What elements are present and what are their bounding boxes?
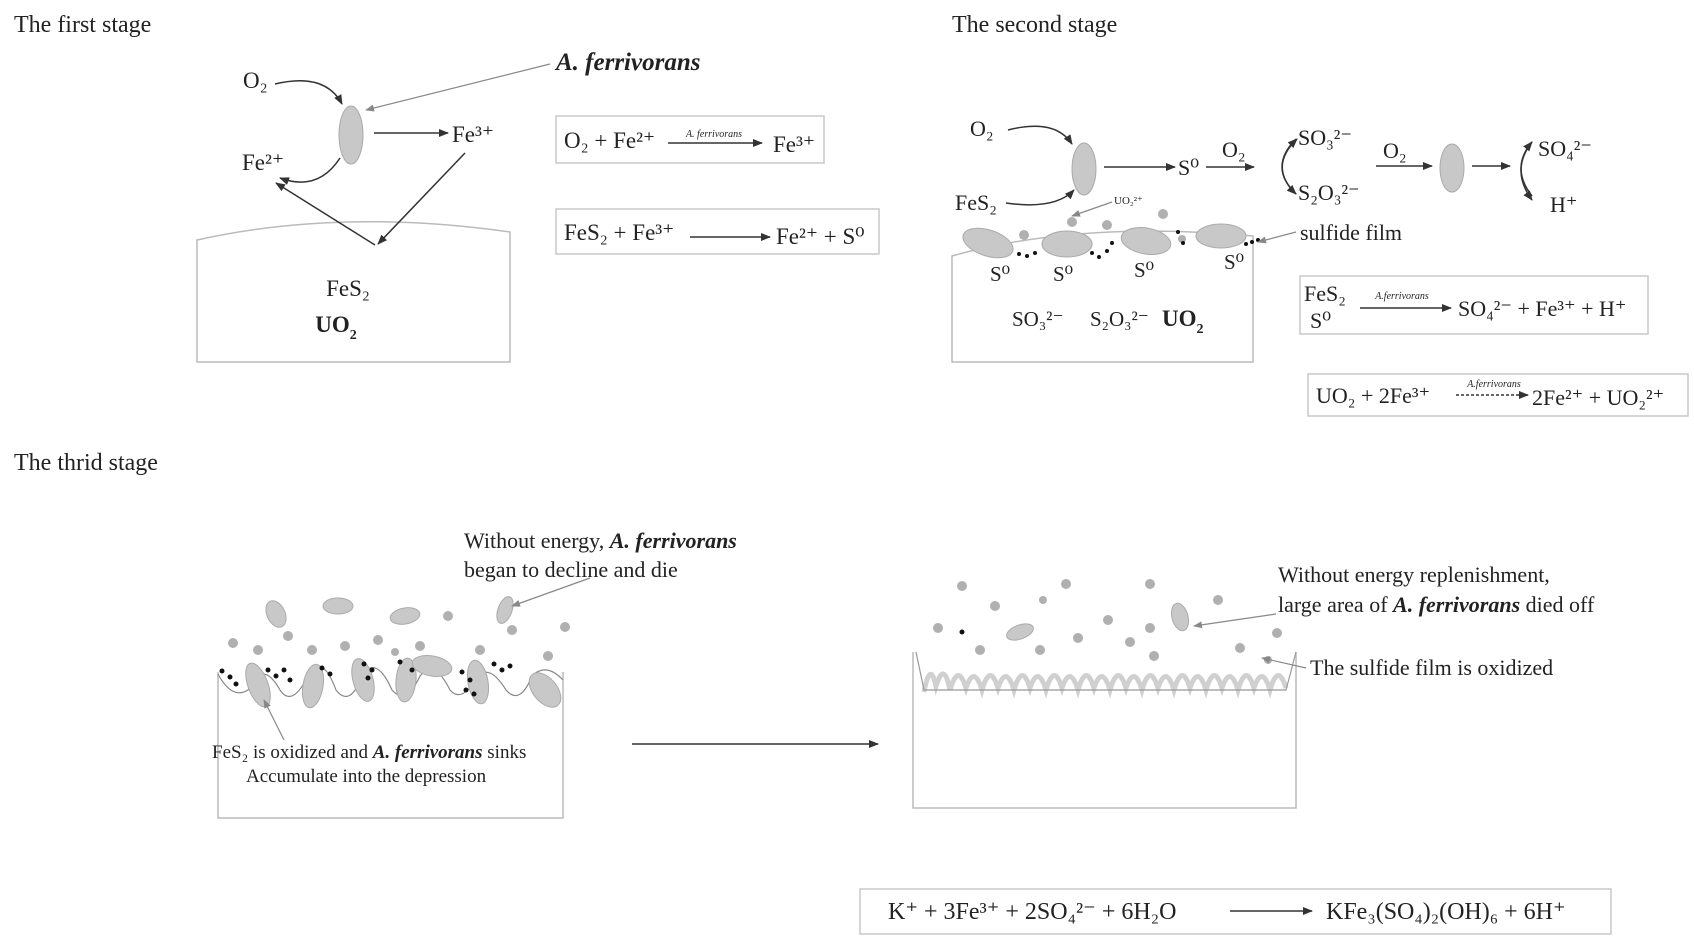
stage2-surface-cell bbox=[1195, 223, 1247, 249]
stage3-right-substrate bbox=[912, 652, 1297, 809]
stage1-bacteria-label: A. ferrivorans bbox=[554, 49, 700, 76]
stage1-o2-arrow bbox=[274, 80, 343, 105]
stage2-eq3-bottom: S⁰ bbox=[1310, 308, 1331, 333]
stage1-bacterium-cell bbox=[338, 105, 364, 165]
stage2-uo2-ion-pointer bbox=[1071, 201, 1113, 217]
stage1-fe3: Fe³⁺ bbox=[452, 122, 494, 147]
stage2-sulfide-film-label: sulfide film bbox=[1300, 220, 1402, 245]
stage2-s0-2: S⁰ bbox=[1053, 262, 1073, 286]
stage2-sulfide-film-pointer bbox=[1257, 231, 1297, 244]
stage1-eq1-box bbox=[555, 115, 825, 164]
stage2-s0: S⁰ bbox=[1178, 155, 1199, 180]
stage2-so4: SO₄²⁻ bbox=[1538, 136, 1592, 161]
stage2-s0-4: S⁰ bbox=[1224, 250, 1244, 274]
stage1-o2: O₂ bbox=[243, 68, 268, 93]
stage1-bacteria-pointer bbox=[365, 63, 551, 112]
stage3-died-pointer bbox=[1193, 613, 1277, 629]
stage2-bacterium-cell-1 bbox=[1071, 142, 1097, 196]
stage3-died-line1: Without energy replenishment, bbox=[1278, 562, 1550, 587]
stage1-fe3-to-fes2-arrow bbox=[377, 152, 466, 245]
stage3-decline-pointer bbox=[511, 577, 591, 607]
stage2-s2o3: S₂O₃²⁻ bbox=[1298, 180, 1360, 205]
stage2-title: The second stage bbox=[952, 12, 1117, 38]
stage2-so4-h-arrow-back bbox=[1520, 141, 1533, 201]
stage1-fes2-to-fe2-arrow bbox=[275, 182, 376, 246]
stage3-eq5-left: K⁺ + 3Fe³⁺ + 2SO₄²⁻ + 6H₂O bbox=[888, 899, 1176, 925]
stage2-so3: SO₃²⁻ bbox=[1298, 125, 1352, 150]
stage2-o2-arrow bbox=[1007, 125, 1073, 145]
stage2-surface-cell bbox=[962, 227, 1014, 259]
stage1-eq1-left: O₂ + Fe²⁺ bbox=[564, 128, 655, 153]
stage1-eq2-left: FeS₂ + Fe³⁺ bbox=[564, 220, 674, 245]
stage1-eq2-right: Fe²⁺ + S⁰ bbox=[776, 224, 865, 249]
stage2-box-s2o3: S₂O₃²⁻ bbox=[1090, 307, 1149, 331]
stage2-eq3-catalyst: A.ferrivorans bbox=[1374, 291, 1429, 302]
stage2-o2-b: O₂ bbox=[1222, 137, 1246, 162]
stage2-o2-c: O₂ bbox=[1383, 138, 1407, 163]
stage2-s0-3: S⁰ bbox=[1134, 258, 1154, 282]
stage1-eq1-right: Fe³⁺ bbox=[773, 132, 815, 157]
stage3-left-particles bbox=[219, 611, 570, 697]
stage2-eq4-catalyst: A.ferrivorans bbox=[1466, 379, 1521, 390]
stage2-box-uo2: UO2 bbox=[1162, 306, 1204, 337]
stage1-eq2-box bbox=[555, 208, 880, 255]
stage1-fe2: Fe²⁺ bbox=[242, 150, 284, 175]
stage2-fes2: FeS₂ bbox=[955, 190, 997, 215]
stage1-fe2-arrow bbox=[279, 157, 341, 185]
stage2-particles bbox=[1017, 209, 1260, 259]
stage3-eq5-right: KFe₃(SO₄)₂(OH)₆ + 6H⁺ bbox=[1326, 899, 1566, 925]
stage1-eq1-catalyst: A. ferrivorans bbox=[685, 129, 742, 140]
stage3-died-line2: large area of A. ferrivorans died off bbox=[1278, 592, 1595, 617]
stage3-sink-line2: Accumulate into the depression bbox=[246, 766, 487, 787]
stage2-box-so3: SO₃²⁻ bbox=[1012, 307, 1064, 331]
stage3-sink-line1: FeS₂ is oxidized and A. ferrivorans sink… bbox=[212, 742, 526, 763]
stage3-right-particles bbox=[933, 579, 1282, 664]
stage1-box-uo2: UO2 bbox=[315, 312, 357, 343]
stage2-uo2-ion: UO₂²⁺ bbox=[1114, 195, 1143, 207]
stage2-so3-s2o3-arrow-back bbox=[1281, 138, 1298, 195]
stage2-o2-a: O₂ bbox=[970, 116, 994, 141]
stage3-left-surface bbox=[217, 666, 564, 698]
stage3-oxidized-film bbox=[921, 671, 1289, 699]
stage3-decline-line2: began to decline and die bbox=[464, 557, 678, 582]
stage3-right-dead-cell bbox=[1170, 602, 1190, 632]
stage2-eq3-box bbox=[1299, 275, 1649, 335]
stage2-s0-1: S⁰ bbox=[990, 262, 1010, 286]
stage2-h: H⁺ bbox=[1550, 192, 1578, 217]
stage3-right-dead-cell bbox=[1006, 623, 1034, 641]
stage3-sink-pointer bbox=[263, 699, 285, 741]
stage2-eq3-top: FeS₂ bbox=[1304, 281, 1346, 306]
stage3-decline-line1: Without energy, A. ferrivorans bbox=[464, 528, 737, 553]
stage1-title: The first stage bbox=[14, 12, 151, 38]
stage3-film-oxidized-label: The sulfide film is oxidized bbox=[1310, 655, 1553, 680]
stage3-right-surface bbox=[915, 651, 1297, 691]
stage2-fes2-arrow bbox=[1005, 189, 1075, 206]
stage3-title: The thrid stage bbox=[14, 450, 158, 476]
stage2-eq4-right: 2Fe²⁺ + UO₂²⁺ bbox=[1532, 385, 1664, 410]
stage2-eq3-right: SO₄²⁻ + Fe³⁺ + H⁺ bbox=[1458, 296, 1627, 321]
stage3-left-cells bbox=[245, 596, 562, 709]
stage2-bacterium-cell-2 bbox=[1439, 143, 1465, 193]
stage2-eq4-left: UO₂ + 2Fe³⁺ bbox=[1316, 383, 1430, 408]
stage1-box-fes2: FeS₂ bbox=[326, 276, 370, 301]
stage2-surface-cell bbox=[1041, 230, 1093, 258]
stage3-left-substrate bbox=[217, 672, 564, 819]
stage1-fes2-substrate bbox=[196, 220, 511, 363]
stage2-surface-cell bbox=[1120, 226, 1172, 256]
stage3-film-oxidized-pointer bbox=[1261, 656, 1307, 669]
